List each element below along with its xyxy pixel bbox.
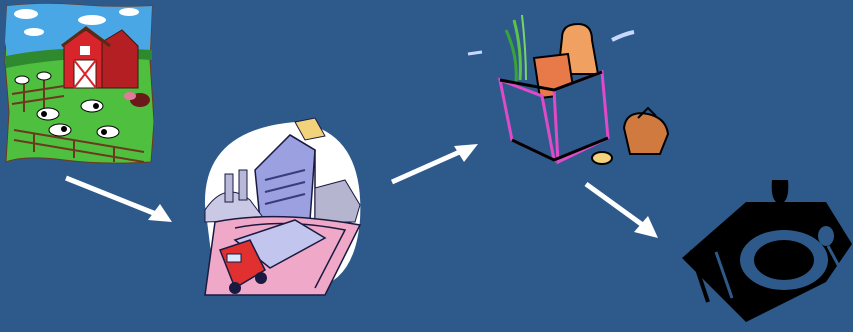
arrow-down-right-icon: [580, 178, 664, 242]
farm-icon: [4, 2, 154, 165]
factory-transport-icon: [195, 110, 385, 300]
arrow-down-right-icon: [60, 172, 180, 228]
grocery-bag-icon: [462, 10, 682, 170]
dinner-place-setting-icon: [676, 172, 853, 332]
